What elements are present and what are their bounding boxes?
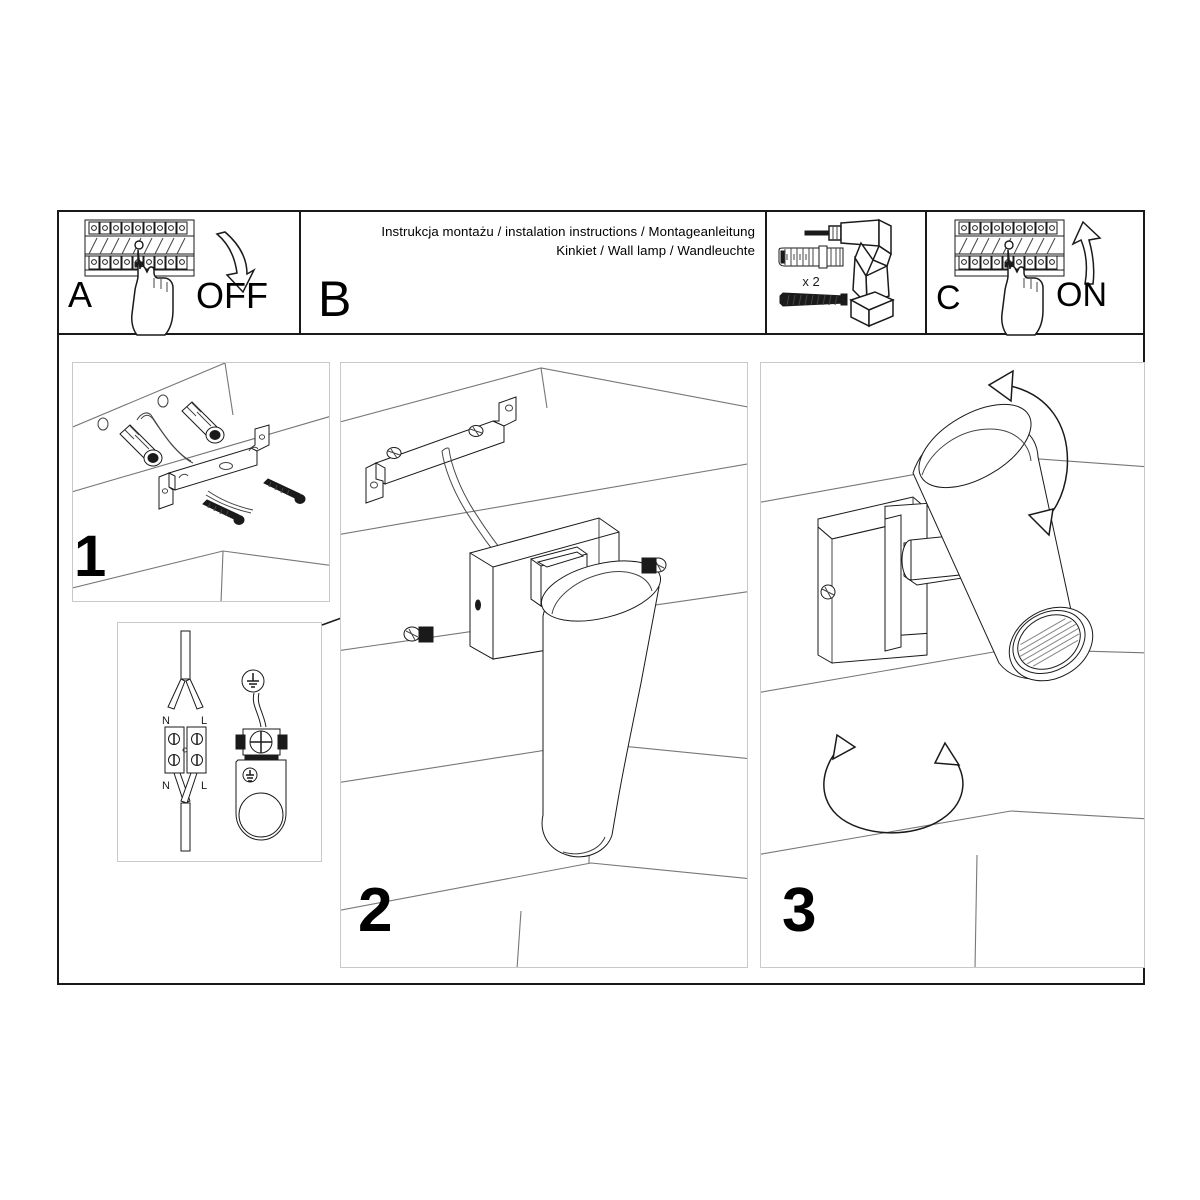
drill-hole-icon: [157, 394, 169, 408]
label-step-a: A: [68, 274, 93, 315]
label-off: OFF: [196, 275, 268, 316]
wall-anchor-icon: [119, 424, 163, 467]
breaker-on-illustration: [954, 219, 1102, 336]
label-step-c: C: [936, 279, 961, 317]
tools-illustration: x 2: [778, 218, 895, 328]
breaker-off-illustration: [84, 219, 256, 336]
mounting-bracket-icon: [158, 424, 270, 510]
drill-hole-icon: [97, 417, 109, 431]
arrow-rotate-icon: [823, 733, 964, 834]
terminal-label-l-bottom: L: [201, 780, 207, 792]
earth-screw-terminal-icon: [235, 728, 288, 761]
screw-icon: [263, 478, 306, 504]
power-drill-icon: [804, 218, 895, 328]
wall-anchor-icon: [181, 401, 225, 444]
terminal-label-n-bottom: N: [162, 780, 170, 792]
arrow-down-curved-icon: [215, 231, 256, 294]
header-panel-a: [57, 210, 301, 336]
grub-screw-icon: [641, 557, 667, 574]
screw-icon: [779, 292, 848, 307]
lamp-earth-bracket-icon: [235, 759, 287, 841]
label-on: ON: [1056, 276, 1107, 314]
bracket-screw-icon: [468, 425, 484, 437]
wire-icon: [167, 630, 204, 710]
step-1-illustration: [73, 363, 329, 601]
terminal-label-n-top: N: [162, 715, 170, 727]
header-panel-c: [927, 210, 1145, 336]
sheet-title: Instrukcja montażu / instalation instruc…: [311, 222, 755, 260]
step-2-illustration: [341, 367, 747, 967]
step-3-panel: [760, 362, 1145, 968]
wiring-diagram-illustration: N L N L: [162, 630, 288, 852]
wall-surface: [73, 363, 329, 601]
title-line-2: Kinkiet / Wall lamp / Wandleuchte: [556, 243, 755, 259]
base-screw-icon: [820, 584, 836, 600]
wiring-detail-panel: N L N L: [117, 622, 322, 862]
arrow-tilt-icon: [987, 369, 1069, 537]
led-lens-icon: [1017, 614, 1081, 670]
step-3-number: 3: [782, 876, 816, 945]
spot-cylinder-icon: [540, 560, 662, 858]
earth-ground-icon: [241, 669, 265, 693]
step-2-panel: [340, 362, 748, 968]
header-panel-b: Instrukcja montażu / instalation instruc…: [301, 210, 765, 335]
hand-pointing-icon: [131, 249, 174, 336]
tools-quantity-label: x 2: [802, 274, 819, 289]
wire-icon: [252, 692, 267, 728]
cable-icon: [205, 494, 252, 514]
terminal-label-l-top: L: [201, 715, 207, 727]
title-line-1: Instrukcja montażu / instalation instruc…: [381, 224, 755, 239]
header-panel-tools: x 2: [765, 210, 927, 335]
arrow-up-curved-icon: [1071, 220, 1102, 285]
step-1-number: 1: [74, 524, 106, 589]
step-2-number: 2: [358, 876, 392, 945]
hand-pointing-icon: [1001, 249, 1044, 336]
terminal-block-icon: [164, 726, 207, 774]
wire-icon: [173, 772, 198, 852]
screw-icon: [202, 499, 245, 525]
label-step-b: B: [318, 271, 352, 327]
step-3-illustration: [761, 369, 1144, 967]
bracket-screw-icon: [386, 447, 402, 459]
spot-cylinder-icon: [912, 403, 1094, 682]
grub-screw-icon: [403, 626, 434, 643]
wall-plug-icon: [778, 245, 844, 269]
mounting-bracket-icon: [365, 396, 517, 504]
step-1-panel: [72, 362, 330, 602]
